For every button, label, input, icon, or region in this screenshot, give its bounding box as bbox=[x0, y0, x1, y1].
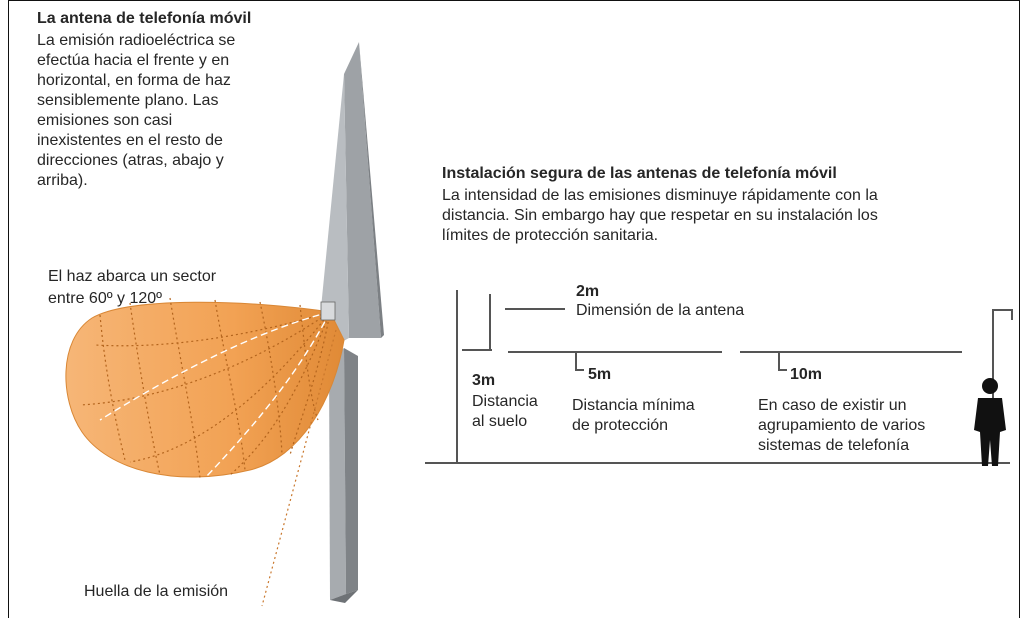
min-distance-value: 5m bbox=[588, 366, 612, 383]
installation-title: Instalación segura de las antenas de tel… bbox=[442, 165, 837, 182]
installation-description: La intensidad de las emisiones disminuye… bbox=[442, 187, 878, 244]
mast-tower bbox=[321, 42, 384, 603]
group-distance-label: En caso de existir un agrupamiento de va… bbox=[758, 397, 926, 454]
antenna-size-label: Dimensión de la antena bbox=[576, 302, 745, 319]
distance-diagram bbox=[425, 290, 1013, 464]
emission-beam bbox=[65, 297, 345, 607]
group-distance-value: 10m bbox=[790, 366, 823, 383]
antenna-title: La antena de telefonía móvil bbox=[37, 10, 252, 27]
antenna-size-value: 2m bbox=[576, 283, 600, 300]
antenna-description: La emisión radioeléctrica se efectúa hac… bbox=[37, 32, 236, 189]
antenna-panel bbox=[320, 301, 336, 321]
beam-angle-label: El haz abarca un sector entre 60º y 120º bbox=[48, 268, 217, 307]
ground-distance-label: Distancia al suelo bbox=[472, 393, 538, 430]
min-distance-label: Distancia mínima de protección bbox=[572, 397, 695, 434]
ground-distance-value: 3m bbox=[472, 372, 496, 389]
footprint-label: Huella de la emisión bbox=[84, 583, 229, 600]
figure-frame bbox=[8, 0, 1020, 618]
person-silhouette bbox=[974, 378, 1006, 466]
